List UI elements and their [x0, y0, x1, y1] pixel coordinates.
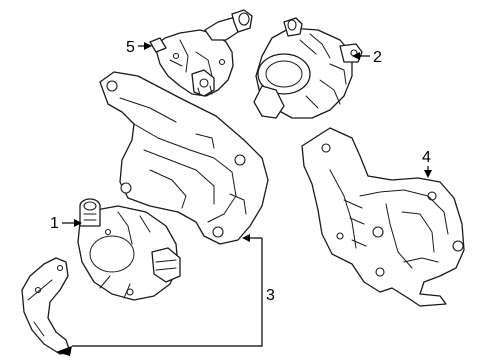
callout-2-group: 2 — [352, 49, 382, 66]
callout-5-arrow — [144, 42, 152, 50]
callout-3-label: 3 — [266, 287, 275, 304]
callout-2-label: 2 — [373, 49, 382, 66]
heat-shield-bracket[interactable] — [21, 257, 72, 356]
electric-pump-part-2[interactable] — [253, 17, 363, 119]
callout-1-arrow — [74, 219, 82, 227]
mounting-bracket-part-3[interactable] — [99, 71, 269, 245]
callout-5-group: 5 — [126, 39, 152, 56]
auxiliary-pump-part-5[interactable] — [149, 9, 253, 97]
support-bracket-part-4[interactable] — [301, 127, 465, 307]
callout-3-leader — [72, 238, 263, 347]
callout-1-label: 1 — [50, 215, 59, 232]
callout-4-label: 4 — [422, 149, 431, 166]
callout-2-arrow — [352, 52, 360, 60]
coolant-pump-part-1[interactable] — [77, 198, 181, 301]
callout-3-group: 3 — [72, 234, 275, 347]
callout-1-group: 1 — [50, 215, 82, 232]
callout-3-arrow — [242, 234, 250, 242]
callout-5-label: 5 — [126, 39, 135, 56]
callout-4-arrow — [424, 170, 432, 178]
callout-4-group: 4 — [422, 149, 432, 178]
